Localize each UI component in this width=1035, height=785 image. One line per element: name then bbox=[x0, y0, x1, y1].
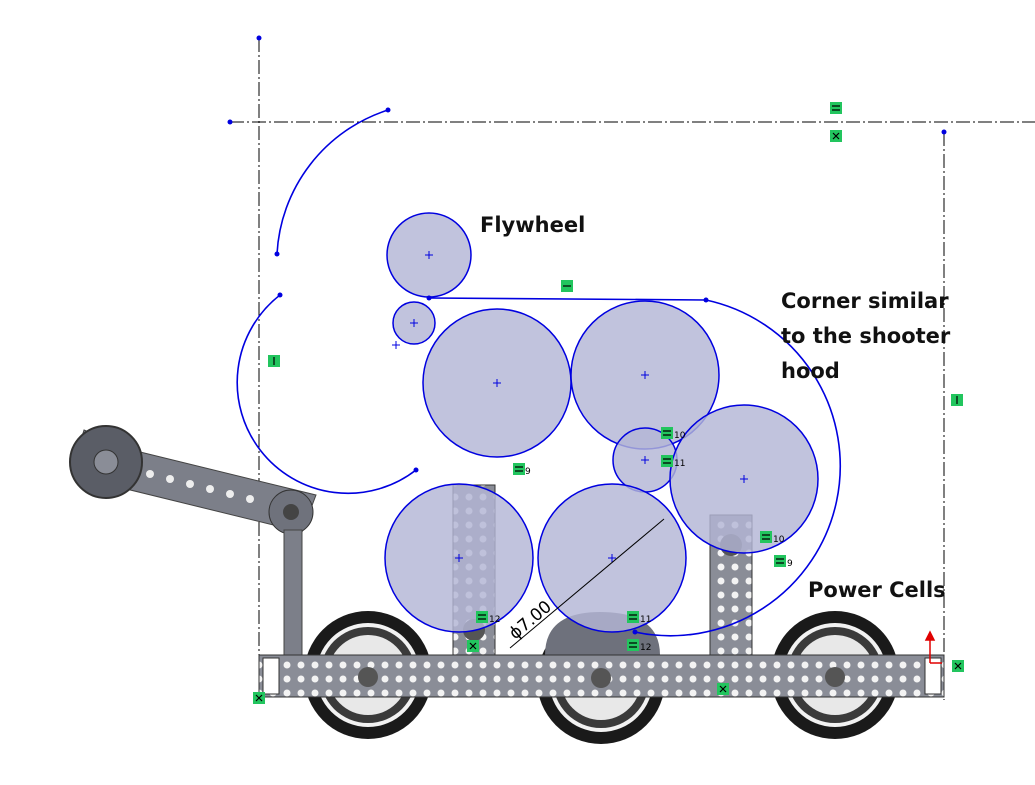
horizontal-relation-icon[interactable] bbox=[830, 102, 842, 114]
relation-number: 11 bbox=[640, 615, 651, 625]
equal-relation-icon[interactable] bbox=[760, 531, 772, 543]
horizontal-relation-icon[interactable] bbox=[561, 280, 573, 292]
origin-icon[interactable] bbox=[924, 630, 942, 664]
relation-number: 11 bbox=[674, 459, 685, 469]
vertical-relation-icon[interactable] bbox=[951, 394, 963, 406]
circle-centers bbox=[392, 251, 748, 562]
relation-number: 12 bbox=[640, 643, 651, 653]
equal-relation-icon[interactable] bbox=[661, 455, 673, 467]
hood-note-line-2: to the shooter bbox=[781, 324, 951, 348]
equal-relation-icon[interactable] bbox=[774, 555, 786, 567]
power-cells bbox=[384, 212, 819, 633]
annotations: Flywheel Corner similar to the shooter h… bbox=[480, 213, 951, 602]
equal-relation-icon[interactable] bbox=[661, 427, 673, 439]
power-cells-label: Power Cells bbox=[808, 578, 946, 602]
chassis-rail bbox=[258, 654, 945, 698]
relation-number: 9 bbox=[787, 559, 793, 569]
relation-number: 9 bbox=[525, 467, 531, 477]
coincident-relation-icon[interactable] bbox=[952, 660, 964, 672]
equal-relation-icon[interactable] bbox=[476, 611, 488, 623]
vertical-relation-icon[interactable] bbox=[268, 355, 280, 367]
construction-lines bbox=[230, 38, 1035, 700]
endpoint[interactable] bbox=[941, 129, 947, 135]
sketch-points bbox=[274, 107, 709, 635]
relation-number: 12 bbox=[489, 615, 500, 625]
centerline-endpoints bbox=[227, 35, 947, 135]
coincident-relation-icon[interactable] bbox=[467, 640, 479, 652]
hood-top-line[interactable] bbox=[428, 297, 707, 301]
coincident-relation-icon[interactable] bbox=[253, 692, 265, 704]
fix-relation-icon[interactable] bbox=[830, 130, 842, 142]
coincident-relation-icon[interactable] bbox=[717, 683, 729, 695]
equal-relation-icon[interactable] bbox=[627, 611, 639, 623]
hood-corner-arc[interactable] bbox=[634, 299, 842, 637]
equal-relation-icon[interactable] bbox=[627, 639, 639, 651]
relation-number: 10 bbox=[674, 431, 686, 441]
endpoint[interactable] bbox=[227, 119, 233, 125]
hood-note-line-1: Corner similar bbox=[781, 289, 949, 313]
endpoint[interactable] bbox=[256, 35, 262, 41]
shooter-hood bbox=[236, 109, 842, 637]
outer-hood-arc[interactable] bbox=[276, 109, 389, 255]
flywheel-label: Flywheel bbox=[480, 213, 585, 237]
sketch-relations: 9 10 11 12 10 9 11 12 bbox=[253, 102, 964, 704]
inner-hood-arc[interactable] bbox=[236, 294, 417, 495]
arm-support-post bbox=[283, 529, 303, 656]
intake-arm bbox=[69, 425, 317, 535]
relation-number: 10 bbox=[773, 535, 785, 545]
equal-relation-icon[interactable] bbox=[513, 463, 525, 475]
hood-note-line-3: hood bbox=[781, 359, 840, 383]
